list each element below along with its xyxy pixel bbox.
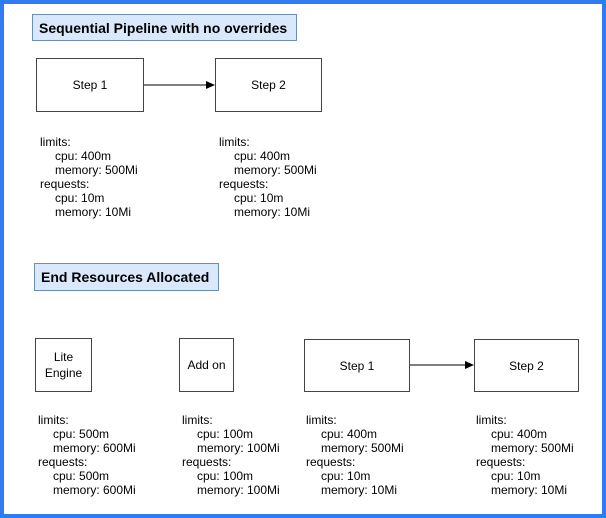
resource-line: memory: 100Mi: [197, 483, 280, 497]
resource-line: memory: 500Mi: [491, 441, 574, 455]
node-step-2-top: Step 2: [215, 58, 322, 112]
resource-line: requests:: [40, 177, 90, 191]
resource-line: requests:: [38, 455, 88, 469]
resource-line: requests:: [182, 455, 232, 469]
resource-line: memory: 10Mi: [321, 483, 398, 497]
node-add-on: Add on: [179, 338, 234, 392]
resource-line: cpu: 10m: [321, 469, 371, 483]
resource-block-step-1-bottom: limits: cpu: 400m memory: 500Mi requests…: [306, 413, 404, 497]
resource-block-step-1-top: limits: cpu: 400m memory: 500Mi requests…: [40, 135, 138, 219]
resource-line: memory: 10Mi: [234, 205, 311, 219]
section-title-sequential-pipeline: Sequential Pipeline with no overrides: [32, 14, 297, 41]
resource-line: memory: 500Mi: [234, 163, 317, 177]
resource-line: cpu: 400m: [491, 427, 548, 441]
section-title-end-resources: End Resources Allocated: [34, 263, 219, 291]
resource-line: memory: 100Mi: [197, 441, 280, 455]
section-title-text: End Resources Allocated: [41, 269, 210, 285]
resource-line: cpu: 10m: [55, 191, 105, 205]
node-label: Step 2: [251, 78, 286, 92]
resource-line: memory: 600Mi: [53, 483, 136, 497]
section-title-text: Sequential Pipeline with no overrides: [39, 19, 288, 36]
resource-line: memory: 500Mi: [55, 163, 138, 177]
resource-line: cpu: 500m: [53, 469, 110, 483]
resource-line: cpu: 10m: [234, 191, 284, 205]
node-label: Step 2: [509, 358, 544, 373]
arrow-shaft: [410, 364, 467, 366]
resource-line: requests:: [306, 455, 356, 469]
resource-block-step-2-bottom: limits: cpu: 400m memory: 500Mi requests…: [476, 413, 574, 497]
resource-block-step-2-top: limits: cpu: 400m memory: 500Mi requests…: [219, 135, 317, 219]
node-label: Step 1: [339, 358, 375, 373]
arrow-head-icon: [465, 361, 474, 369]
arrow-head-icon: [206, 81, 215, 89]
resource-line: limits:: [38, 413, 69, 427]
resource-line: limits:: [182, 413, 213, 427]
node-step-2-bottom: Step 2: [474, 339, 579, 392]
resource-line: cpu: 400m: [234, 149, 291, 163]
arrow-shaft: [144, 84, 208, 86]
resource-line: cpu: 500m: [53, 427, 110, 441]
resource-line: memory: 600Mi: [53, 441, 136, 455]
resource-line: limits:: [306, 413, 337, 427]
node-label: Lite Engine: [44, 350, 83, 380]
resource-line: memory: 500Mi: [321, 441, 404, 455]
resource-line: memory: 10Mi: [491, 483, 568, 497]
resource-line: cpu: 10m: [491, 469, 541, 483]
arrow-step1-to-step2-top: [144, 80, 215, 90]
resource-line: requests:: [476, 455, 526, 469]
resource-line: cpu: 400m: [55, 149, 112, 163]
resource-block-lite-engine: limits: cpu: 500m memory: 600Mi requests…: [38, 413, 136, 497]
resource-line: limits:: [40, 135, 71, 149]
node-label: Add on: [187, 358, 226, 372]
resource-block-add-on: limits: cpu: 100m memory: 100Mi requests…: [182, 413, 280, 497]
node-step-1-bottom: Step 1: [304, 339, 410, 392]
node-step-1-top: Step 1: [36, 58, 144, 112]
resource-line: requests:: [219, 177, 269, 191]
resource-line: limits:: [219, 135, 250, 149]
resource-line: limits:: [476, 413, 507, 427]
node-label: Step 1: [72, 78, 108, 92]
resource-line: cpu: 100m: [197, 469, 254, 483]
resource-line: cpu: 100m: [197, 427, 254, 441]
node-lite-engine: Lite Engine: [35, 338, 92, 392]
resource-line: memory: 10Mi: [55, 205, 132, 219]
arrow-step1-to-step2-bottom: [410, 360, 474, 370]
resource-line: cpu: 400m: [321, 427, 378, 441]
